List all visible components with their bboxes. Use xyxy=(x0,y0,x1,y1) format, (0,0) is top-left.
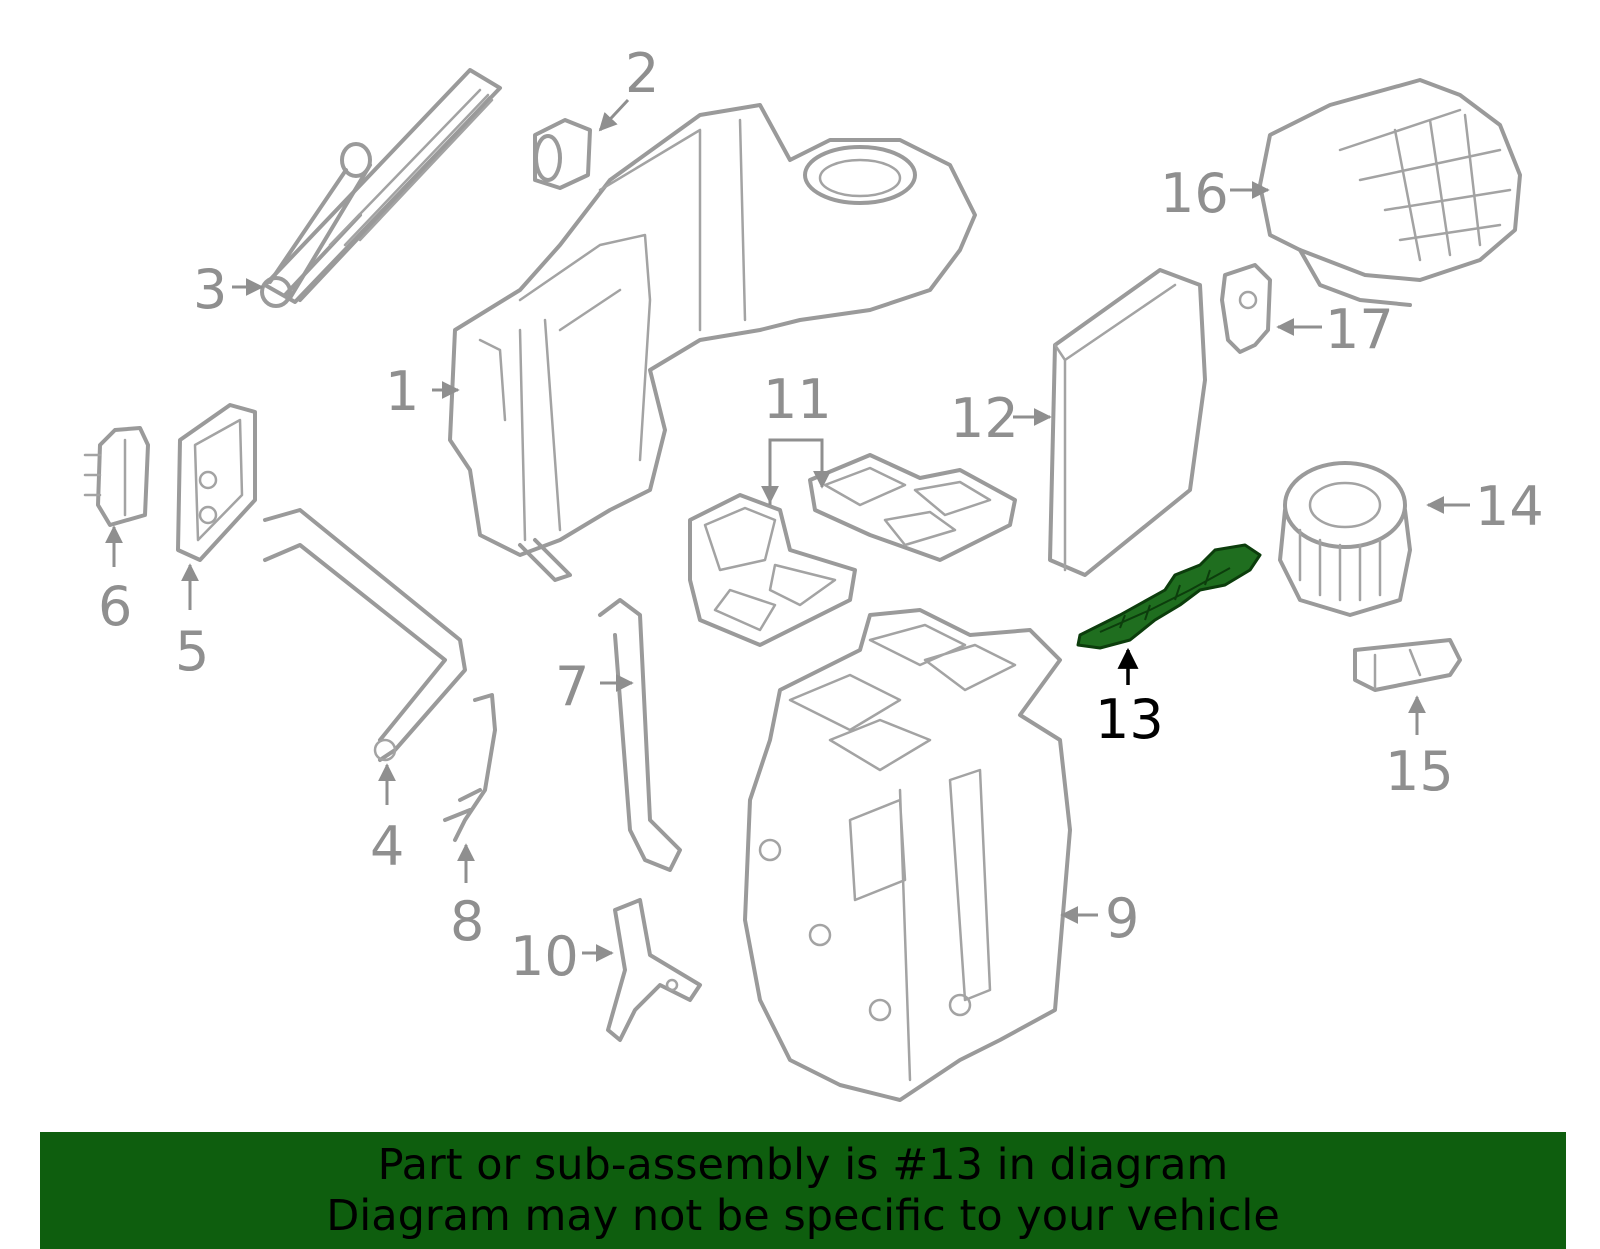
callout-8: 8 xyxy=(450,890,484,953)
part-3-heater-core xyxy=(260,68,502,308)
info-banner: Part or sub-assembly is #13 in diagram D… xyxy=(40,1132,1566,1249)
part-10-bracket xyxy=(606,898,702,1042)
part-9-lower-housing xyxy=(743,608,1072,1102)
callout-3: 3 xyxy=(193,258,227,321)
callout-7: 7 xyxy=(555,655,589,718)
part-15-resistor xyxy=(1353,638,1462,692)
callout-16: 16 xyxy=(1160,162,1229,225)
leader-lines xyxy=(105,98,1470,962)
part-6-sensor xyxy=(83,426,150,527)
callout-5: 5 xyxy=(175,620,209,683)
part-5-gasket xyxy=(176,403,257,562)
part-17-actuator xyxy=(1220,263,1272,354)
callout-4: 4 xyxy=(370,815,404,878)
part-16-blower-housing xyxy=(1258,78,1522,307)
part-11-seals xyxy=(688,453,1017,647)
callout-11: 11 xyxy=(763,368,832,431)
part-14-blower-motor xyxy=(1278,461,1412,617)
part-8-sensor xyxy=(443,693,497,842)
callout-1: 1 xyxy=(385,360,419,423)
callout-6: 6 xyxy=(98,575,132,638)
callout-12: 12 xyxy=(950,387,1019,450)
banner-line-1: Part or sub-assembly is #13 in diagram xyxy=(377,1139,1229,1190)
callout-labels: 1 2 3 4 5 6 7 8 9 10 11 12 13 14 15 16 1… xyxy=(98,42,1544,988)
part-13-highlighted-part[interactable] xyxy=(1076,543,1262,650)
part-7-drain-hose xyxy=(598,598,682,872)
callout-13: 13 xyxy=(1095,688,1164,751)
part-4-tube xyxy=(263,508,467,762)
part-12-cabin-filter xyxy=(1048,268,1207,577)
callout-10: 10 xyxy=(510,925,579,988)
callout-9: 9 xyxy=(1105,887,1139,950)
callout-14: 14 xyxy=(1475,475,1544,538)
part-2-grommet xyxy=(533,118,592,190)
callout-17: 17 xyxy=(1325,298,1394,361)
callout-2: 2 xyxy=(625,42,659,105)
banner-line-2: Diagram may not be specific to your vehi… xyxy=(326,1190,1280,1241)
callout-15: 15 xyxy=(1385,740,1454,803)
part-1-upper-housing xyxy=(448,103,977,582)
